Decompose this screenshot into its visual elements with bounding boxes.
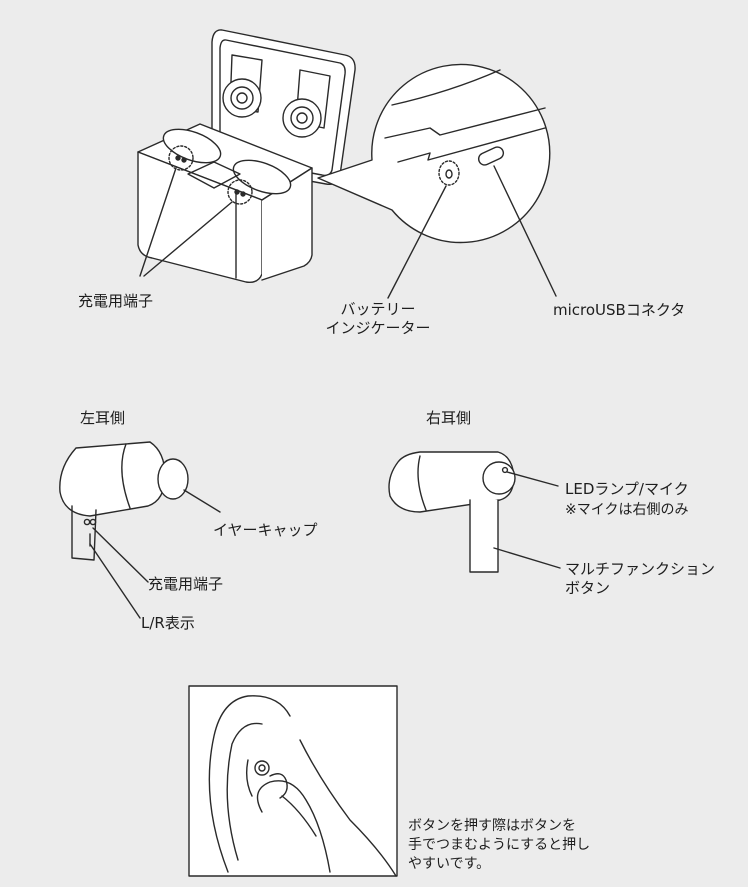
multifunction-line1: マルチファンクション <box>565 560 716 578</box>
leader-charging-right <box>143 201 233 277</box>
usage-tip-line3: やすいです。 <box>408 856 491 872</box>
battery-indicator-line2: インジケーター <box>325 319 431 337</box>
case-base-side <box>261 167 313 281</box>
left-ear-title: 左耳側 <box>80 409 126 427</box>
case-pins-left <box>168 145 194 171</box>
left-charging-terminal-label: 充電用端子 <box>148 575 224 593</box>
battery-indicator-line1: バッテリー <box>340 300 416 318</box>
zoom-bubble <box>317 63 557 299</box>
usage-illustration <box>188 685 398 877</box>
leader-charging-left <box>139 167 177 277</box>
usage-tip-caption: ボタンを押す際はボタンを 手でつまむようにすると押し やすいです。 <box>408 817 648 874</box>
left-eartip <box>157 458 189 500</box>
charging-case-illustration <box>137 29 356 284</box>
leader-lr <box>89 543 141 619</box>
lid-earbud-right-mid <box>290 106 314 130</box>
lid-earbud-left-inner <box>236 92 248 104</box>
right-ear-title: 右耳側 <box>426 409 472 427</box>
leader-battery <box>387 185 447 299</box>
usage-tip-line1: ボタンを押す際はボタンを <box>408 818 576 834</box>
leader-usb <box>493 165 557 297</box>
case-charging-terminal-label: 充電用端子 <box>78 292 154 310</box>
case-well-left <box>162 128 222 164</box>
lid-earbud-right-inner <box>296 112 308 124</box>
case-pins-right <box>227 179 253 205</box>
lr-mark-label: L/R表示 <box>141 614 195 632</box>
ear-cap-label: イヤーキャップ <box>213 521 318 539</box>
case-well-right <box>232 159 292 195</box>
lid-earbud-right-outer <box>282 98 322 138</box>
case-lid-inner <box>219 39 346 177</box>
lid-earbud-left-mid <box>230 86 254 110</box>
usage-tip-line2: 手でつまむようにすると押し <box>408 837 591 853</box>
case-base-front <box>137 151 263 284</box>
leader-left-charging <box>92 527 149 583</box>
multifunction-label: マルチファンクション ボタン <box>565 560 715 598</box>
right-faceplate <box>482 461 516 495</box>
multifunction-line2: ボタン <box>565 579 611 597</box>
leader-multifunction <box>493 547 561 569</box>
leader-eartip <box>183 489 221 513</box>
micro-usb-label: microUSBコネクタ <box>553 301 686 319</box>
leader-led <box>506 471 559 487</box>
right-earbud-illustration <box>388 451 561 573</box>
mic-note-label: ※マイクは右側のみ <box>565 502 689 518</box>
case-center-slot <box>187 161 241 189</box>
led-mic-label: LEDランプ/マイク <box>565 480 689 498</box>
battery-indicator-mark <box>438 160 460 186</box>
lid-earbud-left-outer <box>222 78 262 118</box>
left-earbud-illustration <box>59 441 221 619</box>
led-mic-hole <box>501 466 509 474</box>
micro-usb-port <box>477 146 505 166</box>
battery-indicator-label: バッテリー インジケーター <box>318 300 438 338</box>
